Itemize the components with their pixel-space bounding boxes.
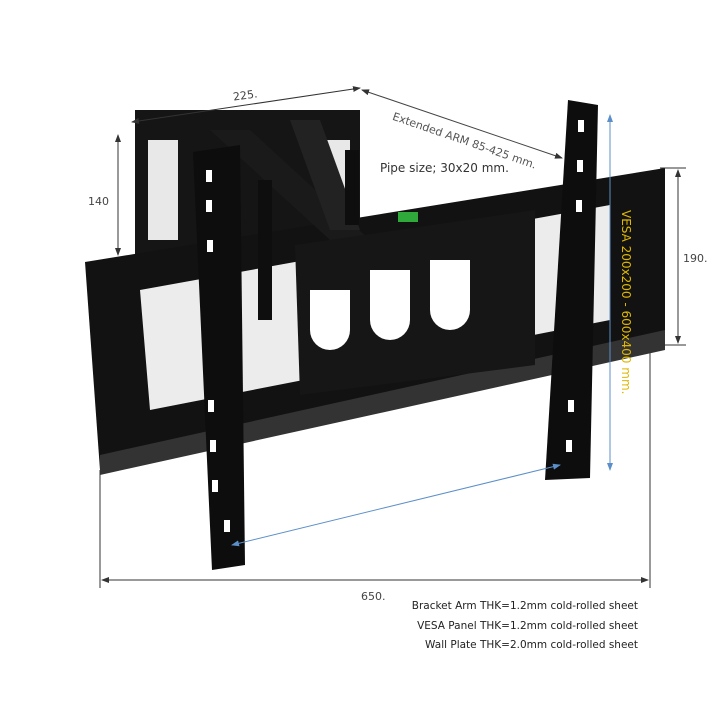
- dimension-line-vesa-horizontal: [231, 463, 561, 547]
- label-190: 190.: [683, 252, 708, 265]
- spec-wall-plate: Wall Plate THK=2.0mm cold-rolled sheet: [425, 639, 638, 651]
- label-140: 140: [88, 195, 109, 208]
- label-650: 650.: [361, 590, 386, 603]
- label-vesa-vertical: VESA 200x200 - 600x400 mm.: [619, 210, 633, 395]
- swing-arms: [210, 120, 370, 320]
- vesa-panel: [295, 210, 535, 395]
- dimension-line-225: [131, 86, 361, 124]
- spec-bracket-arm: Bracket Arm THK=1.2mm cold-rolled sheet: [411, 600, 638, 612]
- spec-vesa-panel: VESA Panel THK=1.2mm cold-rolled sheet: [417, 620, 638, 632]
- label-pipe-size: Pipe size; 30x20 mm.: [380, 161, 509, 175]
- vesa-bar-right: [545, 100, 598, 480]
- level-bubble: [398, 212, 418, 222]
- dimension-line-arm: [361, 89, 563, 159]
